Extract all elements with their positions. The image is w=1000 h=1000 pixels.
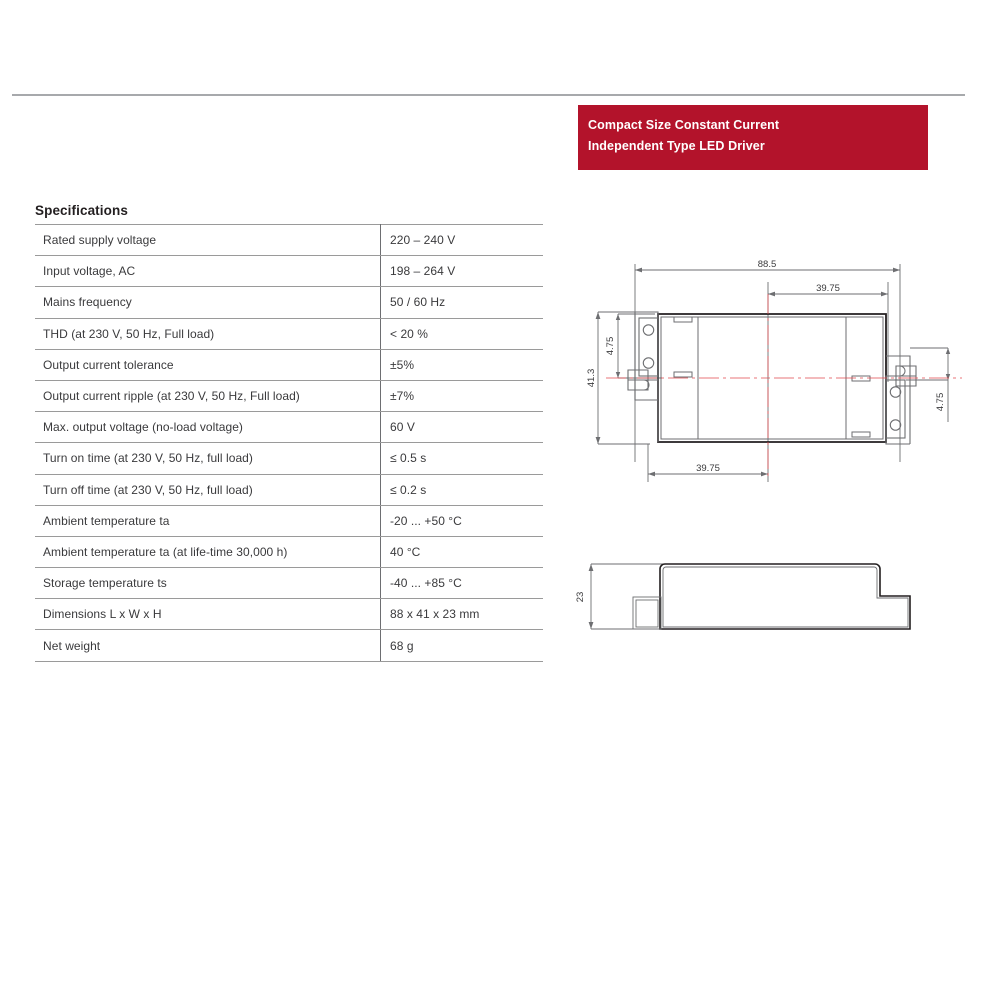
- dim-label-height: 23: [575, 592, 586, 603]
- specification-row: Ambient temperature ta-20 ... +50 °C: [35, 504, 543, 537]
- specification-value: ±7%: [380, 379, 543, 413]
- specification-parameter: Ambient temperature ta (at life-time 30,…: [35, 535, 381, 569]
- specification-value: 40 °C: [380, 535, 543, 569]
- specification-parameter: Dimensions L x W x H: [35, 598, 381, 631]
- specification-value: 198 – 264 V: [380, 255, 543, 288]
- specification-parameter: Input voltage, AC: [35, 255, 381, 288]
- specification-value: -40 ... +85 °C: [380, 567, 543, 600]
- specification-parameter: Output current tolerance: [35, 348, 381, 381]
- specification-parameter: Mains frequency: [35, 286, 381, 319]
- specification-parameter: Turn on time (at 230 V, 50 Hz, full load…: [35, 442, 381, 475]
- dim-label-width: 41.3: [586, 369, 597, 388]
- specification-parameter: Max. output voltage (no-load voltage): [35, 411, 381, 444]
- specification-value: 68 g: [380, 629, 543, 662]
- product-side-view-drawing: 23: [560, 540, 970, 640]
- banner-title-line-1: Compact Size Constant Current: [588, 118, 780, 132]
- specification-parameter: Rated supply voltage: [35, 223, 381, 257]
- specification-value: -20 ... +50 °C: [380, 504, 543, 537]
- specification-row: Ambient temperature ta (at life-time 30,…: [35, 535, 543, 569]
- specification-row: Output current tolerance±5%: [35, 348, 543, 381]
- specification-row: Turn on time (at 230 V, 50 Hz, full load…: [35, 442, 543, 475]
- product-top-view-drawing: 88.5 39.75 39.75 41.3 4.75 4.75: [570, 252, 970, 502]
- dim-label-hole-right: 39.75: [816, 283, 840, 294]
- specification-parameter: Storage temperature ts: [35, 567, 381, 600]
- specification-value: < 20 %: [380, 317, 543, 350]
- specification-parameter: Output current ripple (at 230 V, 50 Hz, …: [35, 379, 381, 413]
- specification-value: ±5%: [380, 348, 543, 381]
- specification-row: THD (at 230 V, 50 Hz, Full load)< 20 %: [35, 317, 543, 350]
- specification-row: Max. output voltage (no-load voltage)60 …: [35, 411, 543, 444]
- banner-title-line-2: Independent Type LED Driver: [588, 139, 765, 153]
- specification-parameter: Ambient temperature ta: [35, 504, 381, 537]
- specification-row: Storage temperature ts-40 ... +85 °C: [35, 567, 543, 600]
- specification-row: Turn off time (at 230 V, 50 Hz, full loa…: [35, 473, 543, 506]
- specification-value: 50 / 60 Hz: [380, 286, 543, 319]
- specification-parameter: THD (at 230 V, 50 Hz, Full load): [35, 317, 381, 350]
- specification-value: ≤ 0.2 s: [380, 473, 543, 506]
- specification-value: ≤ 0.5 s: [380, 442, 543, 475]
- dim-label-length: 88.5: [758, 259, 777, 270]
- specification-value: 88 x 41 x 23 mm: [380, 598, 543, 631]
- dim-label-hole-bottom: 39.75: [696, 463, 720, 474]
- dim-label-offset-right: 4.75: [935, 393, 946, 412]
- specification-parameter: Turn off time (at 230 V, 50 Hz, full loa…: [35, 473, 381, 506]
- product-title-banner: Compact Size Constant Current Independen…: [578, 105, 928, 170]
- specifications-heading: Specifications: [35, 203, 128, 218]
- specification-row: Output current ripple (at 230 V, 50 Hz, …: [35, 379, 543, 413]
- dim-label-offset-left: 4.75: [605, 337, 616, 356]
- specification-value: 60 V: [380, 411, 543, 444]
- specification-value: 220 – 240 V: [380, 223, 543, 257]
- header-divider-rule: [12, 94, 965, 96]
- specification-parameter: Net weight: [35, 629, 381, 662]
